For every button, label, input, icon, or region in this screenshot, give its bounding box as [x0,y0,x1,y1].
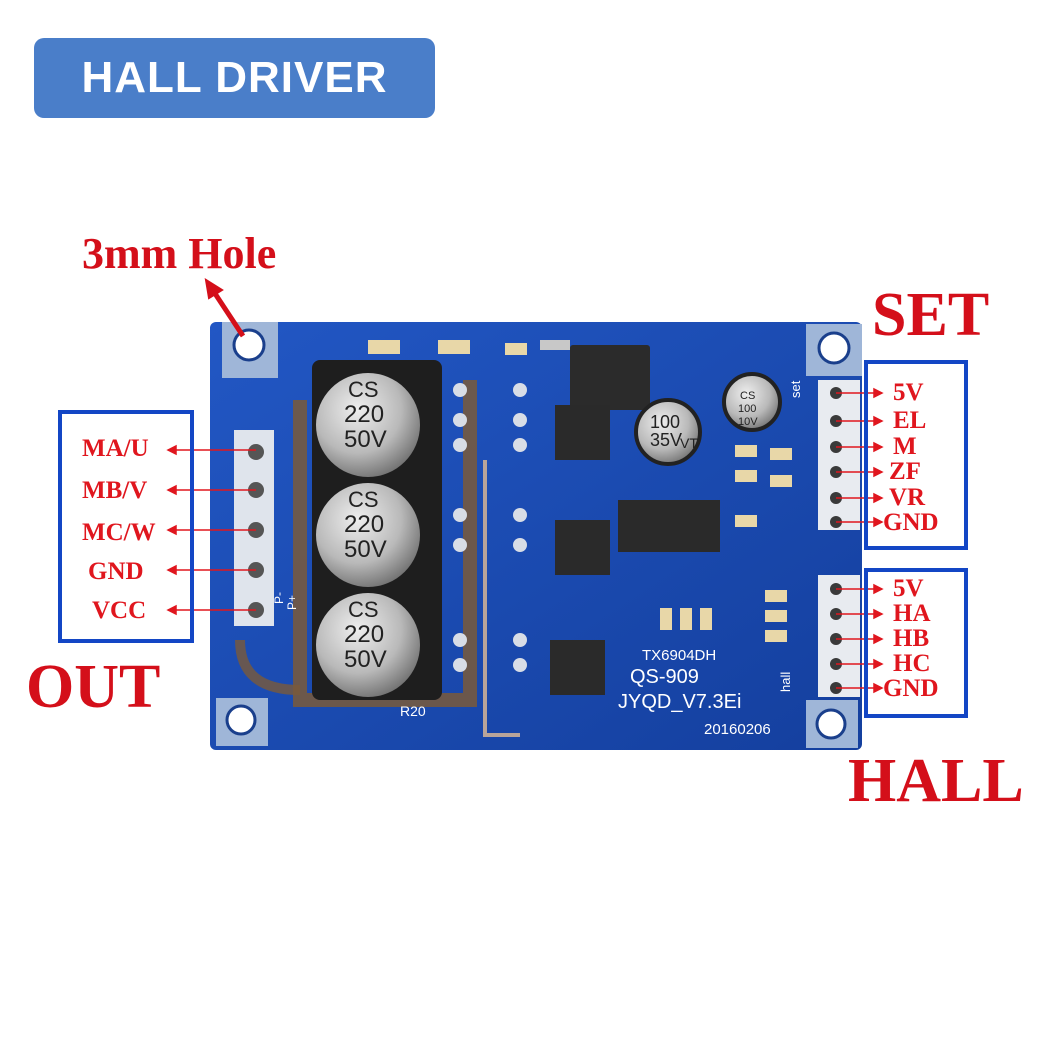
svg-text:50V: 50V [344,426,387,453]
out-pin-label: MA/U [82,435,149,462]
out-pin-label: GND [88,558,144,585]
set-label: SET [872,281,990,349]
hole-pointer-arrow [204,277,246,338]
hall-leader-lines [836,583,884,694]
mosfet-ic-3 [550,640,605,695]
svg-text:set: set [788,380,803,398]
hall-pin-label: 5V [893,575,924,602]
mounting-holes [216,322,862,748]
svg-text:R20: R20 [400,703,426,719]
hole-label: 3mm Hole [82,229,277,278]
svg-text:100: 100 [738,403,756,415]
out-pin-label: MC/W [82,519,156,546]
svg-text:220: 220 [344,621,384,648]
svg-text:50V: 50V [344,646,387,673]
svg-text:220: 220 [344,511,384,538]
svg-text:QS-909: QS-909 [630,666,699,688]
smd-components [368,340,792,642]
out-terminals [234,430,274,626]
set-pin-label: EL [893,407,927,434]
hall-pin-label: HB [893,625,930,652]
svg-text:20160206: 20160206 [704,721,771,738]
svg-text:220: 220 [344,401,384,428]
svg-text:CS: CS [348,597,379,622]
hall-header [818,575,860,697]
svg-text:JYQD_V7.3Ei: JYQD_V7.3Ei [618,691,741,713]
regulator-chip [570,345,650,410]
set-header [818,380,860,530]
svg-text:CS: CS [740,390,755,402]
title-badge: HALL DRIVER [34,38,435,118]
capacitor-100uf [634,398,702,466]
svg-text:35V: 35V [650,430,682,450]
hall-label: HALL [848,747,1024,815]
out-pin-label: MB/V [82,477,148,504]
out-label: OUT [26,653,161,721]
svg-text:VT: VT [680,435,698,451]
svg-text:P+: P+ [285,595,299,610]
controller-ic [618,500,720,552]
svg-text:hall: hall [778,672,793,692]
mosfet-ic-1 [555,405,610,460]
set-leader-lines [836,387,884,528]
svg-text:P-: P- [272,592,286,604]
set-pin-label: 5V [893,379,924,406]
set-pin-label: ZF [889,458,921,485]
hall-pins-box [864,568,968,718]
out-pins-box [58,410,194,643]
out-pin-label: VCC [92,597,147,624]
svg-text:TX6904DH: TX6904DH [642,647,716,664]
capacitor-small [722,372,782,432]
svg-text:CS: CS [348,377,379,402]
vias [453,383,527,672]
hall-pin-label: HA [893,600,931,627]
svg-text:CS: CS [348,487,379,512]
mosfet-ic-2 [555,520,610,575]
set-pins-box [864,360,968,550]
large-capacitors [312,360,442,700]
set-pin-label: VR [889,484,926,511]
set-pin-label: GND [883,509,939,536]
hall-pin-label: HC [893,650,931,677]
svg-text:50V: 50V [344,536,387,563]
out-leader-lines [166,444,256,616]
svg-text:100: 100 [650,412,680,432]
svg-text:10V: 10V [738,416,758,428]
hall-pin-label: GND [883,675,939,702]
set-pin-label: M [893,433,917,460]
